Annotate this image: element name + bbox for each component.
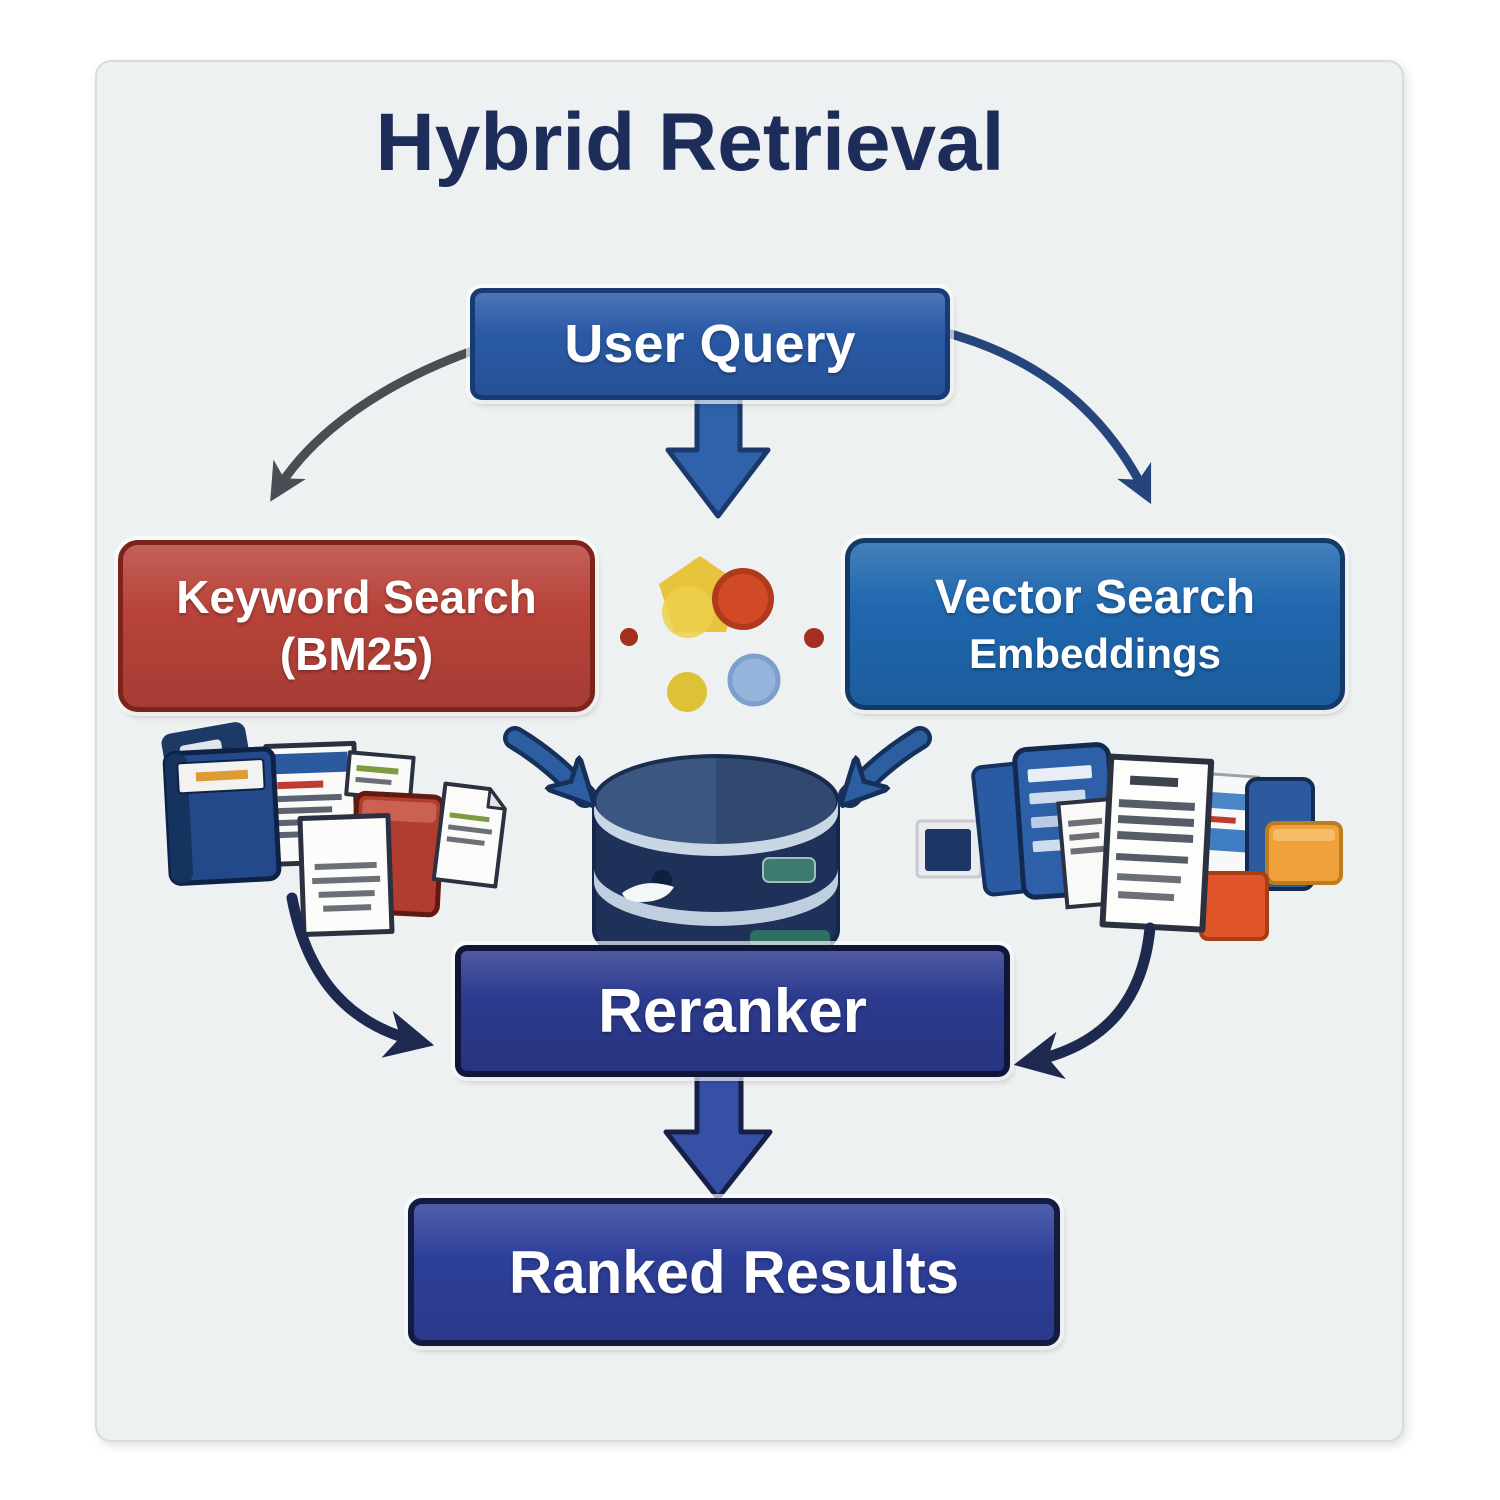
node-keyword-search-label-line2: (BM25) [279, 628, 434, 680]
node-vector-search-label-line2: Embeddings [968, 629, 1222, 677]
diagram-title: Hybrid Retrieval [375, 97, 1005, 188]
arrow-reranker-down [663, 1065, 773, 1201]
keyword-docs-icon [161, 722, 507, 937]
node-user-query-label: User Query [564, 314, 856, 374]
node-ranked-results-label: Ranked Results [508, 1238, 960, 1306]
node-reranker: Reranker [455, 945, 1010, 1077]
arrow-keyword-to-database [503, 726, 585, 796]
node-vector-search: Vector Search Embeddings [845, 538, 1345, 710]
arrow-userquery-down [665, 379, 771, 519]
node-vector-search-label-line1: Vector Search [934, 571, 1256, 625]
arrow-keyworddocs-to-reranker [286, 892, 435, 1058]
arrow-vectordocs-to-reranker [1013, 922, 1156, 1080]
node-keyword-search: Keyword Search (BM25) [118, 540, 595, 712]
node-user-query: User Query [470, 288, 950, 400]
scatter-dots-icon [620, 556, 824, 712]
vector-docs-icon [915, 742, 1343, 941]
database-icon [592, 754, 840, 974]
arrow-vector-to-database [850, 726, 932, 796]
node-reranker-label: Reranker [598, 976, 867, 1046]
node-keyword-search-label-line1: Keyword Search [176, 570, 537, 623]
node-ranked-results: Ranked Results [408, 1198, 1060, 1346]
